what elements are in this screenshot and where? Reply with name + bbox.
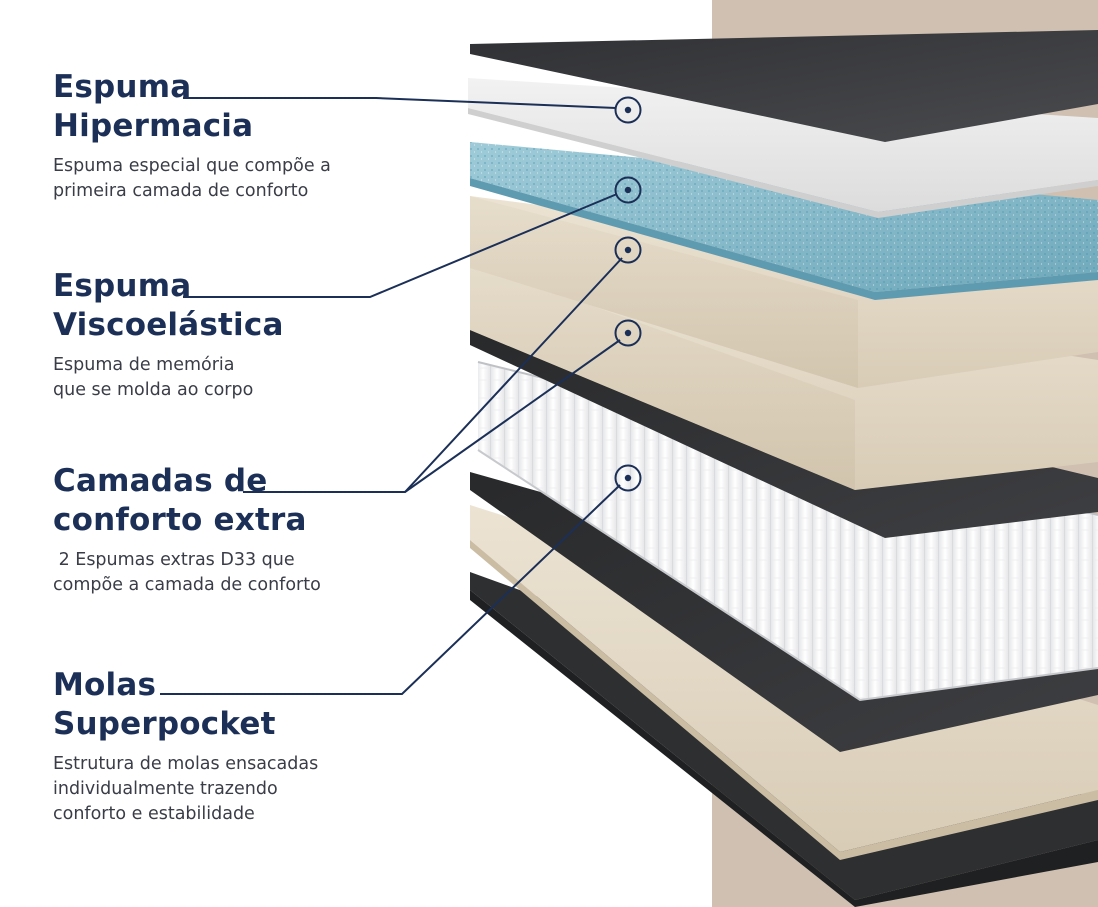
callout-description: Espuma especial que compõe a primeira ca… xyxy=(53,154,331,204)
title-line-1: Espuma xyxy=(53,268,192,304)
desc-line-2: que se molda ao corpo xyxy=(53,380,254,400)
callout-title: Espuma Viscoelástica xyxy=(53,267,284,345)
callout-viscoelastica: Espuma Viscoelástica Espuma de memória q… xyxy=(53,267,284,403)
desc-line-1: Espuma especial que compõe a xyxy=(53,156,331,176)
title-line-1: Espuma xyxy=(53,69,192,105)
callout-description: 2 Espumas extras D33 que compõe a camada… xyxy=(53,548,321,598)
callout-connectors xyxy=(160,96,642,695)
layer-visco-foam xyxy=(470,142,1098,300)
desc-line-2: individualmente trazendo xyxy=(53,779,278,799)
title-line-2: Viscoelástica xyxy=(53,307,284,343)
title-line-1: Camadas de xyxy=(53,463,268,499)
title-line-1: Molas xyxy=(53,667,157,703)
desc-line-1: 2 Espumas extras D33 que xyxy=(53,550,295,570)
title-line-2: conforto extra xyxy=(53,502,307,538)
callout-title: Molas Superpocket xyxy=(53,666,318,744)
callout-title: Espuma Hipermacia xyxy=(53,68,331,146)
layer-beige-foam-1 xyxy=(470,196,1098,388)
layer-top-sheet xyxy=(470,30,1098,142)
title-line-2: Superpocket xyxy=(53,706,276,742)
desc-line-1: Estrutura de molas ensacadas xyxy=(53,754,319,774)
callout-description: Espuma de memória que se molda ao corpo xyxy=(53,353,284,403)
desc-line-1: Espuma de memória xyxy=(53,355,235,375)
desc-line-2: compõe a camada de conforto xyxy=(53,575,321,595)
callout-description: Estrutura de molas ensacadas individualm… xyxy=(53,752,318,827)
callout-hipermacia: Espuma Hipermacia Espuma especial que co… xyxy=(53,68,331,204)
title-line-2: Hipermacia xyxy=(53,108,254,144)
callout-molas: Molas Superpocket Estrutura de molas ens… xyxy=(53,666,318,827)
callout-title: Camadas de conforto extra xyxy=(53,462,321,540)
desc-line-3: conforto e estabilidade xyxy=(53,804,255,824)
desc-line-2: primeira camada de conforto xyxy=(53,181,309,201)
callout-conforto-extra: Camadas de conforto extra 2 Espumas extr… xyxy=(53,462,321,598)
